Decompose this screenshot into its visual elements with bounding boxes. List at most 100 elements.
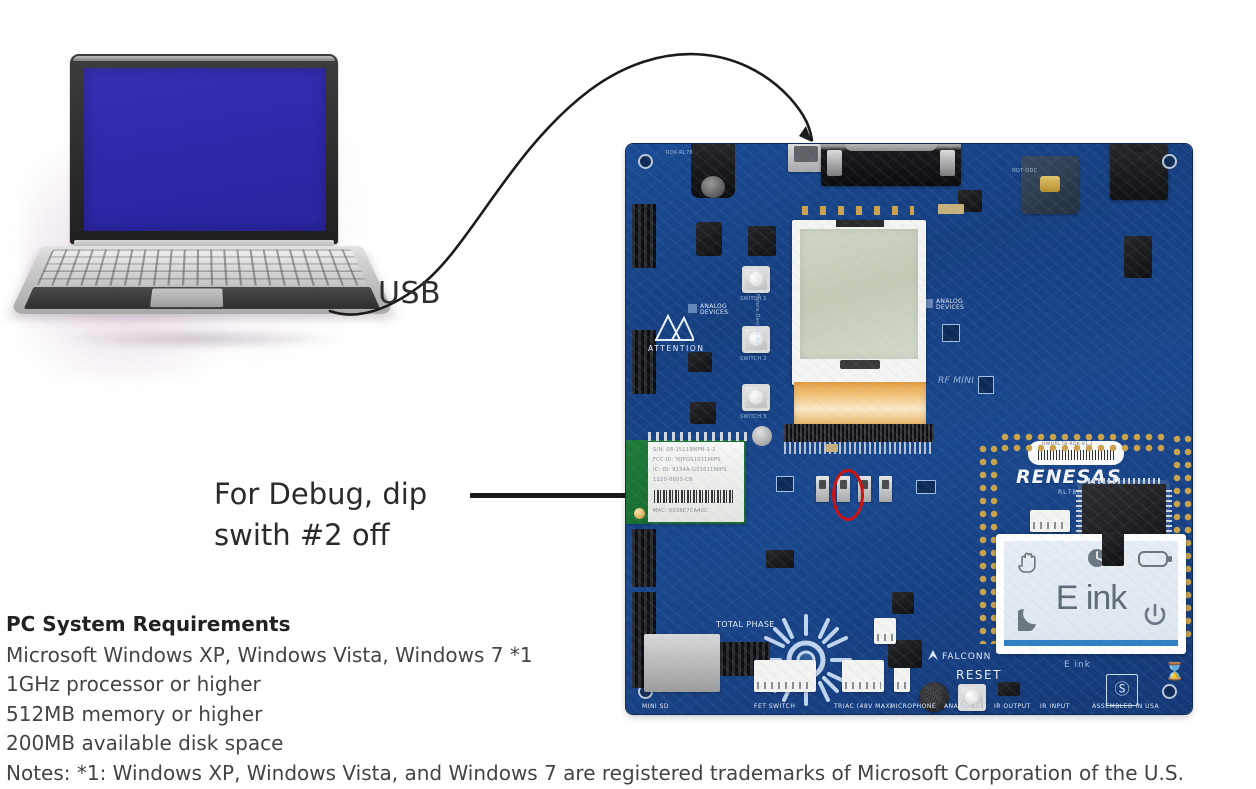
analog-devices-logo-top: ANALOG DEVICES <box>700 303 728 317</box>
lcd-glass <box>800 229 918 359</box>
ad-logo-mid-line2: DEVICES <box>936 304 965 312</box>
switch-3-button[interactable] <box>742 384 770 411</box>
smd-part-2 <box>916 480 936 494</box>
smd-part-4 <box>978 376 994 394</box>
smd-chip-5 <box>892 592 914 614</box>
barcode-bars <box>1038 450 1114 460</box>
switch-1-button[interactable] <box>742 266 770 293</box>
mounting-hole-tr <box>1164 156 1175 167</box>
bottom-label-microphone: MICROPHONE <box>890 703 937 710</box>
analog-in-component <box>919 682 949 712</box>
power-icon <box>1144 603 1166 625</box>
wifi-module-castellations <box>648 432 748 441</box>
smd-chip-7 <box>958 190 982 212</box>
wifi-barcode <box>654 490 734 503</box>
dc-power-jack <box>691 144 735 198</box>
db9-screw-right <box>940 150 955 176</box>
smd-chip-4 <box>766 550 794 568</box>
wifi-module: S/N: 08-15119MPB-1-2 FCC ID: YOPGS1011MI… <box>626 440 746 524</box>
regulator-to220 <box>696 222 722 256</box>
wifi-label-line-3: 1220-0003-CN <box>653 477 693 483</box>
requirements-heading: PC System Requirements <box>6 612 291 636</box>
mini-usb-connector[interactable] <box>788 144 824 172</box>
rl78-demo-board: ANALOG DEVICES ANALOG DEVICES ATTENTION … <box>626 144 1192 714</box>
board-connector-2[interactable] <box>874 618 896 644</box>
requirements-line-1: 1GHz processor or higher <box>6 672 261 697</box>
triac-connector[interactable] <box>842 660 884 692</box>
switch-3-silk: SWITCH 3 <box>740 414 767 420</box>
requirements-line-2: 512MB memory or higher <box>6 701 263 726</box>
laptop-illustration <box>9 28 395 378</box>
smd-chip-1 <box>688 352 712 372</box>
wifi-label-line-1: FCC ID: YOPGS1011MIPS <box>653 457 721 463</box>
microphone-connector[interactable] <box>894 664 910 692</box>
bottom-label-assembled: ASSEMBLED IN USA <box>1092 703 1160 710</box>
smd-resistor-1 <box>938 204 964 214</box>
board-connector-1[interactable] <box>1030 510 1070 532</box>
mcu-pad-array-left <box>978 444 1000 644</box>
falconn-label: FALCONN <box>942 652 992 662</box>
bottom-label-triac: TRIAC (48V MAX) <box>834 703 893 710</box>
smd-chip-2 <box>690 402 716 424</box>
fet-switch-connector[interactable] <box>754 660 816 692</box>
pin-header-left-2[interactable] <box>632 330 656 394</box>
annotation-leader-line <box>470 493 636 498</box>
dip-switch-1[interactable] <box>816 476 829 502</box>
pin-header-left-3[interactable] <box>632 529 656 587</box>
switch-2-button[interactable] <box>742 326 770 353</box>
buzzer-silk: NDT-QDC <box>1012 168 1038 174</box>
db9-shell <box>845 144 937 151</box>
analog-devices-logo-mid: ANALOG DEVICES <box>936 298 965 312</box>
usb-label: USB <box>378 276 442 311</box>
battery-icon <box>1138 551 1172 567</box>
buzzer-component <box>1021 156 1079 214</box>
laptop-lid <box>70 54 338 244</box>
esd-hourglass-icon: ⌛ <box>1164 662 1186 682</box>
db9-serial-connector <box>821 144 961 186</box>
attention-triangle-icon <box>654 313 694 341</box>
future-designs-silk: Future Designs Inc <box>754 294 760 346</box>
smd-resistor-2 <box>826 444 838 452</box>
lcd-flex-cable <box>794 382 926 428</box>
smd-chip-9 <box>1102 532 1124 566</box>
lcd-foot <box>840 360 880 369</box>
trim-potentiometer[interactable] <box>752 426 772 446</box>
mcu-pins-top <box>1088 478 1160 484</box>
mounting-hole-tl <box>640 156 651 167</box>
db9-screw-left <box>827 150 842 176</box>
attention-label: ATTENTION <box>648 344 705 353</box>
switch-2-silk: SWITCH 2 <box>740 356 767 362</box>
ad-triangle-icon <box>688 304 697 313</box>
rf-mini-silk: RF MINI <box>938 376 975 386</box>
switch-1-silk: SWITCH 1 <box>740 296 767 302</box>
laptop-shadow <box>58 328 348 350</box>
ad-logo-line1: ANALOG <box>700 303 727 310</box>
eink-accent-bar <box>1004 640 1178 646</box>
pin-header-left-1[interactable] <box>632 204 656 268</box>
fpc-connector-pins <box>784 442 934 454</box>
lcd-header-pads <box>802 206 914 215</box>
requirements-line-4: Notes: *1: Windows XP, Windows Vista, an… <box>6 760 1184 785</box>
eink-display-panel: E ink <box>996 534 1186 654</box>
dip-switch-4[interactable] <box>879 476 892 502</box>
requirements-line-3: 200MB available disk space <box>6 731 284 756</box>
microsd-slot[interactable] <box>644 634 720 692</box>
wifi-module-mount <box>634 508 645 519</box>
clock-icon <box>1088 549 1106 567</box>
hand-icon <box>1018 552 1036 573</box>
bottom-label-analog-in: ANALOG IN <box>944 703 982 710</box>
lcd-tab <box>836 220 884 227</box>
ad-triangle-icon-mid <box>924 299 933 308</box>
smd-chip-8 <box>1124 236 1152 278</box>
eink-screen: E ink <box>1004 541 1178 640</box>
wifi-module-label: S/N: 08-15119MPB-1-2 FCC ID: YOPGS1011MI… <box>648 442 744 522</box>
reset-button[interactable] <box>958 684 986 711</box>
bottom-label-fet-switch: FET SWITCH <box>754 703 796 710</box>
lcd-display <box>792 220 926 385</box>
eink-word: E ink <box>1055 579 1128 617</box>
bottom-label-ir-input: IR INPUT <box>1040 703 1070 710</box>
board-rev-silk: RDK-RL78 <box>666 150 693 156</box>
fpc-connector <box>784 424 934 442</box>
ad-logo-mid-line1: ANALOG <box>936 298 963 305</box>
laptop-keyboard <box>36 249 368 286</box>
